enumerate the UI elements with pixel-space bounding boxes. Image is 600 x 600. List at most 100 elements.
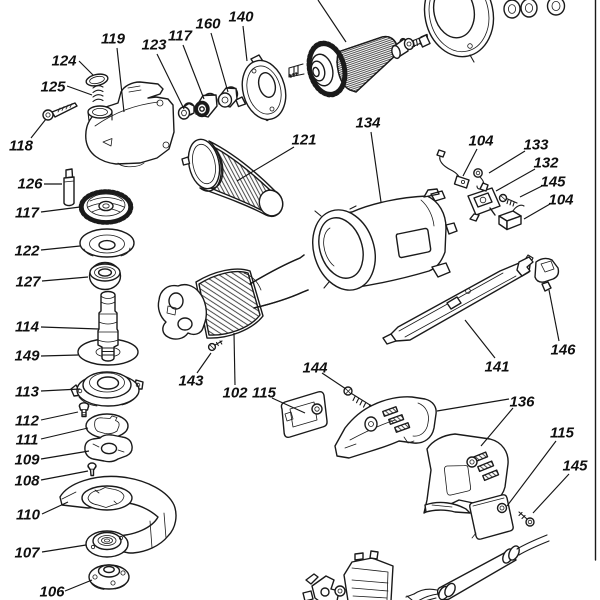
svg-text:115: 115	[550, 425, 575, 442]
callout-145: 145	[519, 174, 566, 198]
part-switch-assembly	[302, 550, 394, 600]
part-145-screw-lower	[518, 511, 535, 527]
callout-140: 140	[228, 9, 254, 62]
callout-117: 117	[15, 205, 81, 222]
part-140-flange-plate	[235, 54, 299, 122]
svg-text:106: 106	[39, 584, 65, 600]
svg-text:143: 143	[178, 373, 204, 390]
callout-136: 136	[436, 394, 535, 447]
part-143-screw	[207, 340, 223, 352]
svg-text:107: 107	[14, 545, 40, 562]
callout-114: 114	[15, 319, 100, 336]
part-104-lead-wire	[436, 149, 470, 189]
part-123-nut	[177, 102, 196, 120]
part-110-wheel-guard	[59, 475, 177, 554]
part-136-clamshell-lower	[423, 433, 509, 514]
callout-109: 109	[14, 450, 90, 469]
svg-text:125: 125	[40, 79, 66, 96]
svg-text:117: 117	[168, 28, 193, 45]
part-118-screw	[42, 102, 78, 121]
part-washer-a	[503, 0, 521, 19]
svg-text:114: 114	[15, 319, 40, 336]
callout-134: 134	[355, 115, 382, 203]
part-102-field-stator	[157, 254, 309, 340]
svg-text:132: 132	[533, 155, 559, 172]
svg-text:123: 123	[141, 37, 167, 54]
part-145-screw-upper	[498, 193, 518, 207]
part-115-bearing-retainer	[280, 390, 328, 438]
callout-106: 106	[39, 579, 93, 600]
svg-text:110: 110	[16, 507, 41, 524]
callout-118: 118	[9, 118, 47, 155]
callout-113: 113	[15, 384, 81, 401]
callout-107: 107	[14, 544, 87, 562]
callout-160: 160	[195, 16, 229, 93]
svg-text:112: 112	[15, 413, 40, 430]
part-109-cam-plate	[84, 434, 133, 463]
svg-text:140: 140	[228, 9, 254, 26]
part-127-ball-bearing	[88, 261, 122, 291]
callout-104: 104	[462, 133, 494, 177]
callout-133: 133	[488, 137, 549, 174]
callout-143: 143	[178, 352, 212, 390]
part-washer-c	[546, 0, 566, 16]
part-144-screw	[343, 386, 375, 409]
svg-text:115: 115	[252, 385, 277, 402]
callout-110: 110	[16, 501, 69, 524]
part-134-motor-housing	[312, 188, 458, 291]
part-117-crown-gear	[78, 189, 134, 225]
svg-text:104: 104	[548, 192, 574, 209]
svg-text:127: 127	[15, 274, 41, 291]
callout-127: 127	[15, 274, 89, 291]
svg-text:121: 121	[291, 132, 316, 149]
callout-132: 132	[495, 155, 559, 192]
part-107-inner-flange	[85, 530, 129, 558]
part-104-carbon-brush	[498, 204, 525, 231]
svg-text:122: 122	[14, 243, 40, 260]
callout-119: 119	[101, 31, 126, 113]
part-106-clamp-nut	[88, 564, 130, 590]
callout-141: 141	[464, 319, 510, 376]
callout-145: 145	[532, 458, 588, 514]
part-121-side-handle	[181, 138, 284, 218]
callout-115: 115	[506, 425, 575, 507]
callout-122: 122	[14, 243, 81, 260]
svg-text:113: 113	[15, 384, 40, 401]
callout-144: 144	[302, 360, 347, 390]
part-113-bearing-housing	[70, 371, 144, 407]
part-108-screw	[87, 462, 97, 477]
svg-text:145: 145	[562, 458, 588, 475]
callout-124: 124	[51, 53, 94, 76]
part-122-dished-washer	[79, 228, 135, 258]
part-146-clip	[516, 256, 560, 292]
callout-126: 126	[17, 176, 62, 193]
callout-111: 111	[16, 427, 89, 449]
svg-text:145: 145	[540, 174, 566, 191]
svg-text:109: 109	[14, 452, 40, 469]
callout-123: 123	[141, 37, 185, 110]
part-115-brush-door	[469, 494, 514, 540]
part-132-brush-holder	[467, 182, 501, 222]
callout-108: 108	[14, 470, 89, 490]
callout-117: 117	[168, 28, 205, 100]
svg-text:126: 126	[17, 176, 43, 193]
callout-146: 146	[548, 289, 576, 359]
callout-125: 125	[40, 79, 93, 96]
part-126-pin	[63, 168, 75, 207]
callout-121: 121	[236, 132, 317, 182]
svg-text:136: 136	[509, 394, 535, 411]
svg-text:160: 160	[195, 16, 221, 33]
svg-text:102: 102	[222, 385, 248, 402]
part-136-clamshell-upper	[334, 396, 437, 459]
svg-text:134: 134	[355, 115, 381, 132]
part-114-spindle	[97, 290, 119, 362]
svg-text:119: 119	[101, 31, 126, 48]
svg-text:124: 124	[51, 53, 77, 70]
callout-102: 102	[222, 332, 248, 402]
callout-112: 112	[15, 411, 79, 430]
svg-text:118: 118	[9, 138, 34, 155]
svg-text:149: 149	[14, 348, 40, 365]
callout-149: 149	[14, 348, 79, 365]
